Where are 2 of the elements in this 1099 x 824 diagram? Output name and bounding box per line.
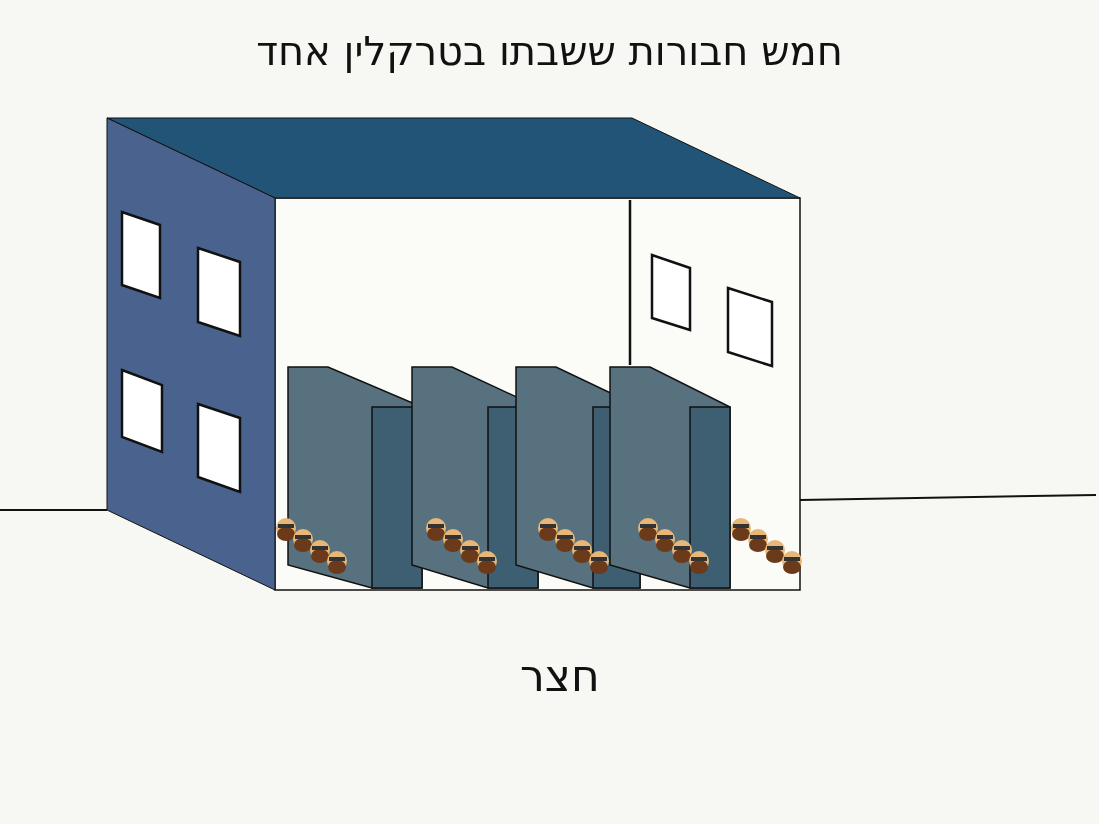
courtyard-label: חצר xyxy=(520,650,600,701)
title: חמש חבורות ששבתו בטרקלין אחד xyxy=(255,28,844,74)
